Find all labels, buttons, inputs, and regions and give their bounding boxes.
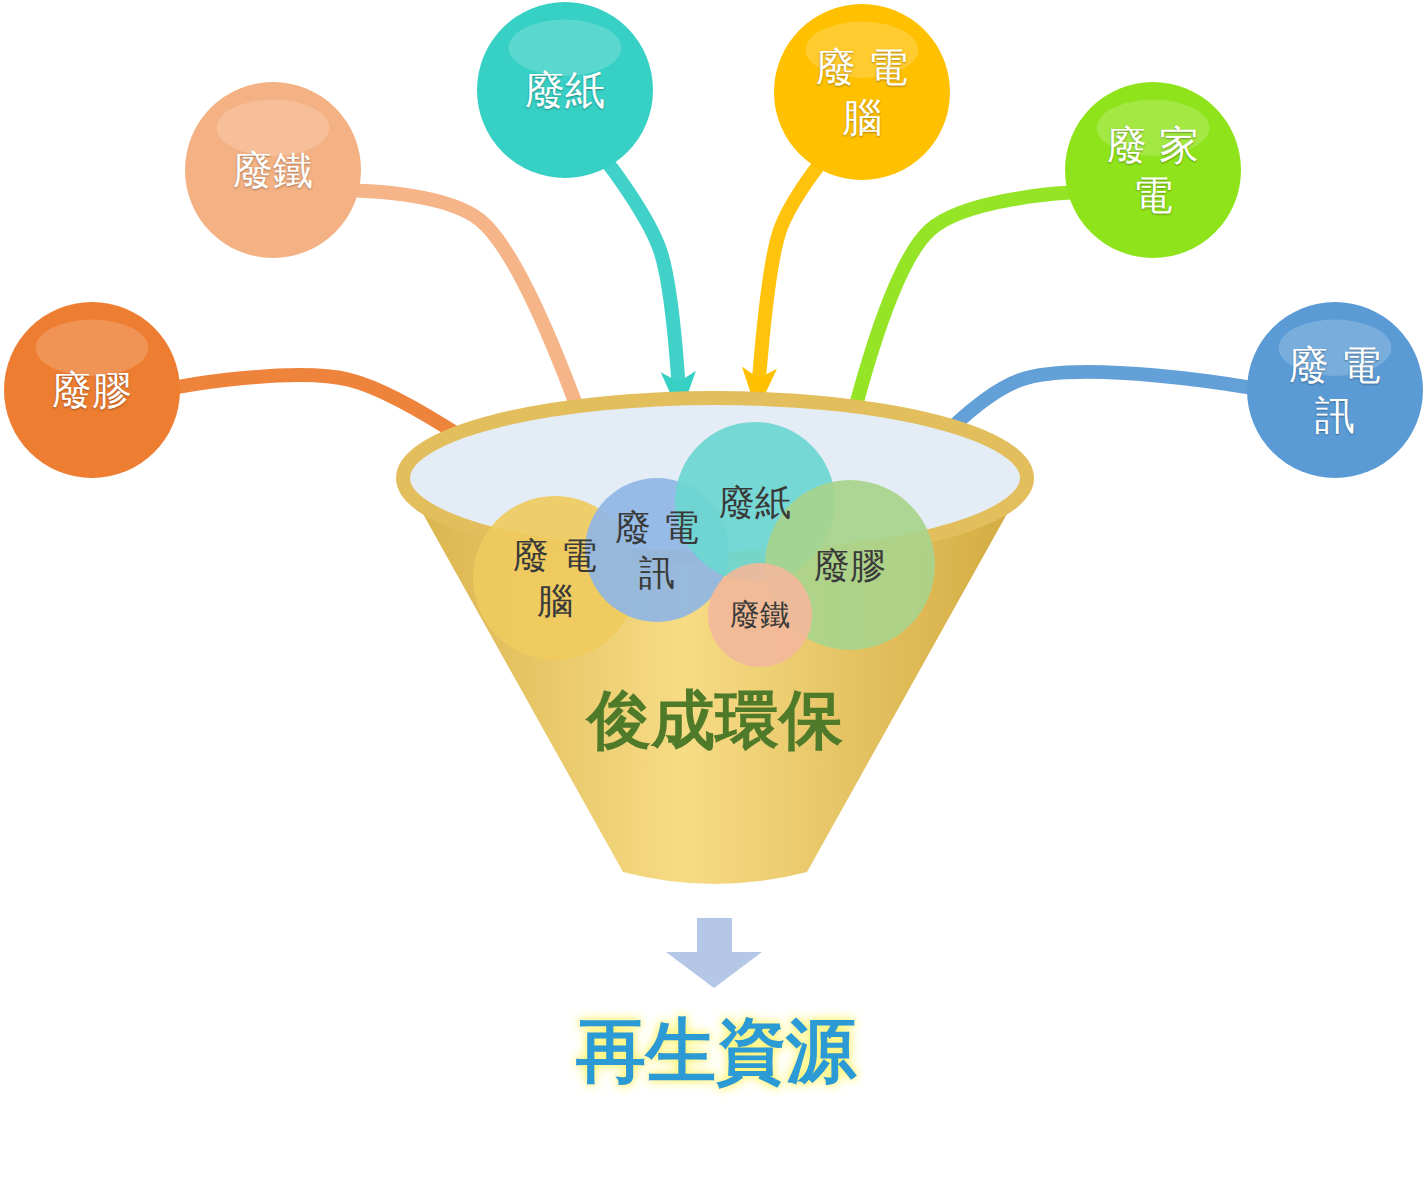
ball-text: 廢 電訊 — [610, 505, 704, 595]
waste-circle: 廢 家電 — [1065, 82, 1241, 258]
ball-text: 廢 電腦 — [508, 533, 602, 623]
node-text: 廢 家電 — [1101, 120, 1205, 220]
flow-arrow — [610, 166, 680, 412]
waste-circle: 廢膠 — [4, 302, 180, 478]
node-text: 廢鐵 — [233, 145, 313, 195]
node-text: 廢 電訊 — [1283, 340, 1387, 440]
funnel: 俊成環保 廢 電腦廢 電訊廢紙廢膠廢鐵 — [395, 390, 1035, 890]
down-arrow — [666, 918, 762, 988]
output-label: 再生資源 — [576, 1005, 856, 1099]
node-text: 廢 電腦 — [810, 42, 914, 142]
node-text: 廢膠 — [52, 365, 132, 415]
ball-text: 廢膠 — [814, 543, 886, 588]
circle-fill — [477, 2, 653, 178]
circle-fill — [1065, 82, 1241, 258]
circle-shape — [1065, 82, 1241, 258]
ball-text: 廢紙 — [719, 480, 791, 525]
waste-circle: 廢鐵 — [185, 82, 361, 258]
waste-circle: 廢 電訊 — [1247, 302, 1423, 478]
circle-shape — [1247, 302, 1423, 478]
circle-fill — [4, 302, 180, 478]
waste-circle: 廢 電腦 — [774, 4, 950, 180]
node-text: 廢紙 — [525, 65, 605, 115]
circle-fill — [185, 82, 361, 258]
circle-fill — [774, 4, 950, 180]
circle-shape — [774, 4, 950, 180]
waste-circle: 廢紙 — [477, 2, 653, 178]
ball-text: 廢鐵 — [730, 596, 790, 634]
funnel-text: 俊成環保 — [587, 677, 843, 764]
circle-fill — [708, 563, 812, 667]
flow-arrow — [757, 168, 817, 408]
waste-ball: 廢鐵 — [708, 563, 812, 667]
circle-fill — [1247, 302, 1423, 478]
